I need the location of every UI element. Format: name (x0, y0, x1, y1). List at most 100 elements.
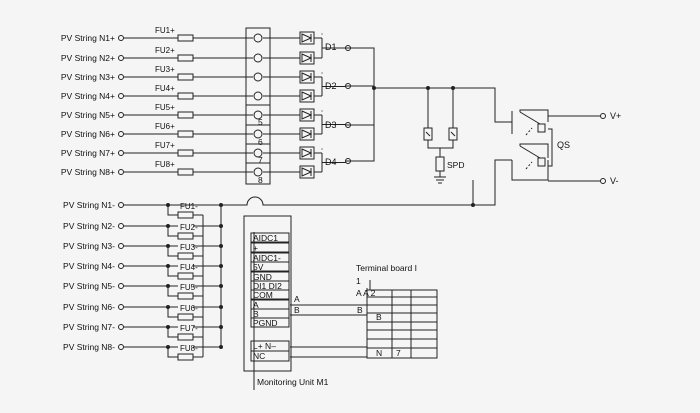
pos-input-terminal (118, 35, 124, 41)
diode-symbol (301, 72, 313, 82)
diode-label-d4: D4 (325, 157, 337, 167)
neg-string-label: PV String N5- (63, 281, 115, 291)
monitor-row-label: GND (253, 272, 272, 282)
monitoring-unit-title: Monitoring Unit M1 (257, 377, 329, 387)
monitor-lower-row-label: NC (253, 351, 265, 361)
monitor-row-label: B (253, 309, 259, 319)
neg-fuse-junction (166, 203, 170, 207)
diode-merge (321, 115, 346, 134)
monitor-row-label: AIDC1- (253, 253, 281, 263)
pos-fuse (177, 34, 194, 42)
pos-string-label: PV String N5+ (61, 110, 115, 120)
neg-input-terminal (118, 223, 124, 229)
neg-fuse-junction (166, 244, 170, 248)
terminal-strip (245, 27, 271, 185)
monitor-row-label: A (253, 300, 259, 310)
pos-fuse-label: FU4+ (155, 84, 175, 93)
diode-symbol (301, 129, 313, 139)
pos-string-label: PV String N4+ (61, 91, 115, 101)
monitor-row-label: 5V (253, 262, 264, 272)
terminal-screw (253, 72, 263, 82)
monitor-lower-row-label: L+ N– (253, 341, 276, 351)
neg-fuse-wire (167, 286, 203, 297)
neg-string-label: PV String N4- (63, 261, 115, 271)
pos-fuse (177, 168, 194, 176)
neg-fuse-label: FU7- (180, 324, 198, 333)
neg-fuse (177, 313, 194, 321)
neg-fuse-junction (166, 325, 170, 329)
neg-string-label: PV String N6- (63, 302, 115, 312)
monitor-row-box (250, 261, 290, 272)
neg-input-terminal (118, 304, 124, 310)
neg-fuse-wire (167, 347, 203, 358)
neg-input-terminal (118, 202, 124, 208)
neg-fuse-junction (166, 305, 170, 309)
neg-input-terminal (118, 324, 124, 330)
diode-symbol (301, 91, 313, 101)
neg-input-terminal (118, 344, 124, 350)
pos-string-label: PV String N2+ (61, 53, 115, 63)
pos-fuse-label: FU3+ (155, 65, 175, 74)
monitor-row-box (250, 242, 290, 253)
diode-symbol (301, 53, 313, 63)
neg-string-label: PV String N3- (63, 241, 115, 251)
pos-input-terminal (118, 131, 124, 137)
terminal-number-5: 5 (258, 117, 263, 127)
pos-string-label: PV String N7+ (61, 148, 115, 158)
terminal-screw (253, 129, 263, 139)
spd-surge-protector (423, 86, 458, 184)
terminal-board-cell-n: N (376, 348, 382, 358)
neg-fuse (177, 353, 194, 361)
diode-symbol (301, 167, 313, 177)
output-v-minus: V- (610, 176, 619, 186)
neg-fuse-wire (167, 246, 203, 257)
diode-symbol (301, 33, 313, 43)
line-label-b2: B (357, 305, 363, 315)
terminal-screw (253, 53, 263, 63)
pos-string-label: PV String N8+ (61, 167, 115, 177)
diode-symbol (301, 148, 313, 158)
neg-fuse (177, 292, 194, 300)
monitor-row-box (250, 289, 290, 300)
pos-string-label: PV String N6+ (61, 129, 115, 139)
pos-input-terminal (118, 74, 124, 80)
neg-fuse-label: FU1- (180, 202, 198, 211)
terminal-board-cell-7: 7 (396, 348, 401, 358)
positive-string-inputs: PV String N1+FU1+PV String N2+FU2+PV Str… (61, 26, 300, 177)
terminal-screw (253, 33, 263, 43)
neg-fuse (177, 272, 194, 280)
diode-symbol (301, 110, 313, 120)
pos-fuse (177, 111, 194, 119)
pos-fuse (177, 73, 194, 81)
neg-fuse (177, 211, 194, 219)
pos-input-terminal (118, 169, 124, 175)
pos-fuse-label: FU8+ (155, 160, 175, 169)
neg-string-label: PV String N2- (63, 221, 115, 231)
terminal-board (366, 280, 438, 359)
diode-section (299, 31, 346, 179)
diode-label-d2: D2 (325, 81, 337, 91)
neg-input-terminal (118, 263, 124, 269)
terminal-screw (253, 110, 263, 120)
pos-fuse (177, 149, 194, 157)
spd-label: SPD (447, 160, 464, 170)
neg-fuse-label: FU6- (180, 304, 198, 313)
neg-fuse (177, 252, 194, 260)
pos-input-terminal (118, 112, 124, 118)
diode-merge (321, 153, 346, 172)
neg-fuse-wire (167, 205, 203, 216)
terminal-number-8: 8 (258, 175, 263, 185)
monitor-row-box (250, 317, 290, 328)
neg-string-label: PV String N8- (63, 342, 115, 352)
monitor-row-label: COM (253, 290, 273, 300)
neg-string-label: PV String N1- (63, 200, 115, 210)
terminal-board-label-aa2: A A 2 (356, 288, 376, 298)
neg-fuse-label: FU2- (180, 223, 198, 232)
neg-fuse-label: FU4- (180, 263, 198, 272)
monitor-row-box (250, 232, 290, 243)
terminal-circles (246, 33, 270, 177)
positive-bus (345, 45, 512, 164)
pos-input-terminal (118, 55, 124, 61)
